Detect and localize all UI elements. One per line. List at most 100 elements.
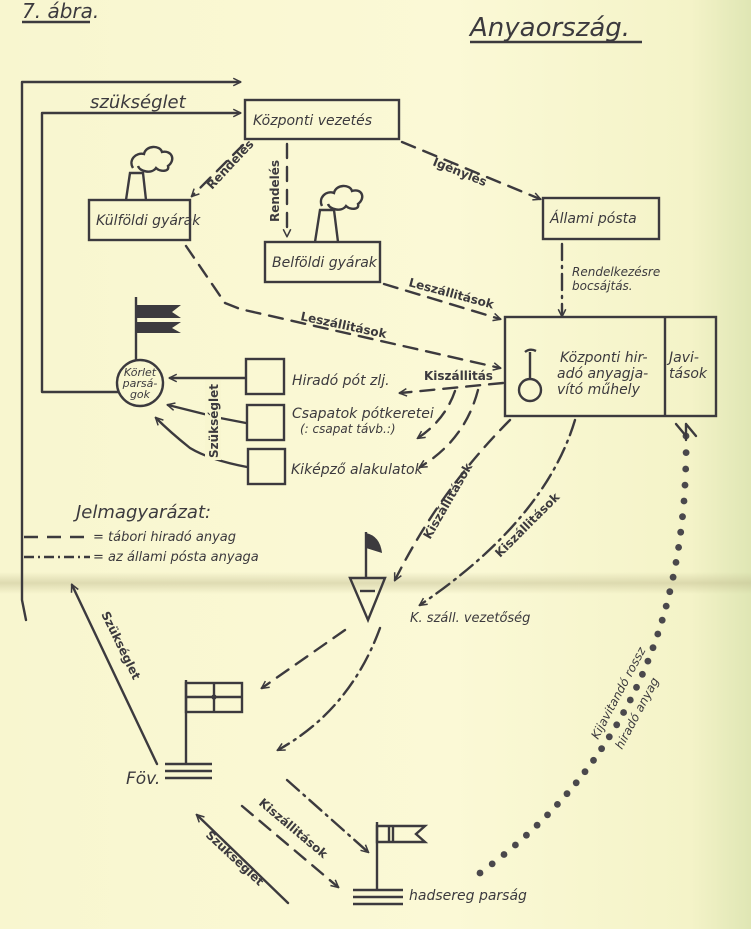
belfoldi-gyarak-label: Belföldi gyárak — [272, 255, 378, 271]
dot-mark — [605, 733, 613, 741]
factory-icon — [124, 145, 174, 201]
belfoldi-gyarak-box — [263, 240, 382, 284]
dot-mark — [649, 644, 657, 652]
dot-mark — [544, 811, 551, 819]
dot-mark — [554, 801, 561, 808]
dot-mark — [512, 841, 519, 849]
javitasok-label-1: Javi- — [666, 350, 699, 366]
igenyles-arrow — [400, 140, 540, 199]
kijavitando-arrowhead-icon — [674, 422, 698, 442]
fov-to-hadsereg-dashdot-arrow — [285, 778, 368, 852]
szukseglet-fov-label: Szükséglet — [98, 609, 143, 682]
kiszallitasok-2-label: Kiszállitások — [492, 489, 563, 560]
dot-mark — [682, 465, 690, 473]
dot-mark — [476, 869, 484, 877]
dot-mark — [620, 709, 627, 716]
kszall-to-fov-dashdot-arrow — [278, 626, 382, 752]
allami-posta-label: Állami pósta — [549, 210, 637, 227]
dot-mark — [572, 779, 580, 787]
szukseglet-bottom-label: Szükséglet — [203, 828, 267, 889]
dot-mark — [658, 616, 666, 624]
allami-posta-box — [541, 196, 661, 241]
kiszallitas-csapatok-arrow — [418, 389, 457, 438]
dot-mark — [679, 513, 686, 521]
dot-mark — [654, 630, 662, 638]
igenyles-label: Igénylés — [431, 155, 489, 189]
dot-mark — [681, 481, 689, 489]
flag-icon — [134, 297, 181, 361]
fov-to-hadsereg-dashed-arrow — [240, 804, 338, 887]
dot-mark — [500, 851, 508, 858]
korlet-circle — [115, 358, 165, 408]
dot-mark — [488, 860, 496, 868]
k-szall-symbol-icon — [348, 532, 387, 624]
korlet-label-1: Körlet — [124, 366, 157, 379]
korlet-label-3: gok — [130, 388, 151, 401]
muhely-label-1: Központi hir- — [560, 350, 648, 366]
rendelkezesre-label-1: Rendelkezésre — [572, 265, 660, 279]
dot-mark — [662, 602, 670, 610]
szukseglet-fov-arrow — [72, 585, 159, 766]
javitasok-label-2: tások — [669, 366, 708, 382]
dot-mark — [563, 790, 571, 798]
dot-mark — [613, 721, 621, 729]
leszallitasok-belfoldi-arrow — [382, 282, 500, 319]
rendeles-1-label: Rendelés — [204, 137, 257, 192]
dot-mark — [533, 821, 541, 829]
muhely-box — [503, 315, 718, 418]
kiszallitas-kikepzo-arrow — [420, 388, 480, 467]
szukseglet-left-label: Szükséglet — [207, 384, 221, 458]
label-bg — [205, 380, 221, 460]
dot-mark — [581, 768, 589, 776]
dot-mark — [675, 544, 682, 551]
kiszallitasok-1-label: Kiszállitások — [420, 460, 475, 542]
factory-icon — [313, 184, 364, 243]
dot-mark — [644, 657, 652, 665]
kijavitando-dotted-path — [476, 432, 690, 877]
rendelkezesre-label-2: bocsájtás. — [572, 279, 633, 293]
dot-mark — [523, 831, 530, 839]
leszallitasok-1-label: Leszállitások — [407, 275, 496, 311]
rendeles-2-label: Rendelés — [268, 160, 282, 222]
szukseglet-bottom-arrow — [197, 815, 290, 905]
dot-mark — [639, 670, 646, 678]
muhely-label-3: vító műhely — [557, 382, 641, 398]
kozponti-vezetes-box — [243, 98, 401, 141]
title: Anyaország. — [468, 13, 630, 43]
szukseglet-outer-line — [20, 82, 240, 622]
dot-mark — [680, 497, 688, 505]
fov-flag-icon — [165, 680, 244, 780]
kiszallitasok-dashdot-arrow — [420, 418, 577, 605]
dot-mark — [672, 559, 680, 566]
fov-label: Föv. — [126, 769, 160, 789]
hadsereg-flag-icon — [353, 822, 429, 906]
hirado-pot-label: Hiradó pót zlj. — [292, 373, 390, 389]
dot-mark — [633, 683, 640, 691]
legend-title: Jelmagyarázat: — [73, 502, 211, 523]
korlet-label-2: parsá- — [122, 377, 158, 390]
csapatok-pot-label-2: (: csapat távb.:) — [300, 422, 396, 436]
leszallitasok-2-label: Leszállitások — [299, 309, 389, 341]
kiszallitasok-dashed-arrow — [393, 418, 512, 580]
dot-mark — [598, 745, 605, 753]
dot-mark — [666, 588, 674, 596]
dot-mark — [626, 696, 634, 704]
kiszallitas-hirado-arrow — [400, 381, 505, 393]
figure-label: 7. ábra. — [22, 0, 99, 23]
kulfoldi-gyarak-box — [87, 198, 192, 242]
hadsereg-label: hadsereg parság — [409, 888, 527, 904]
kikepzo-to-korlet-arrow — [156, 418, 249, 469]
csapatok-pot-label-1: Csapatok pótkeretei — [292, 406, 434, 422]
rendeles-kulfoldi-arrow — [192, 143, 245, 196]
dot-mark — [669, 573, 677, 581]
dot-mark — [682, 449, 690, 456]
legend-item-1-label: = tábori hiradó anyag — [93, 530, 236, 545]
muhely-label-2: adó anyagja- — [557, 366, 648, 382]
leszallitasok-kulfoldi-arrow — [184, 244, 500, 368]
kszall-to-fov-dashed-arrow — [262, 628, 347, 688]
kozponti-vezetes-label: Központi vezetés — [253, 113, 372, 129]
hirado-pot-box — [244, 357, 286, 396]
kikepzo-label: Kiképző alakulatok — [291, 462, 424, 478]
